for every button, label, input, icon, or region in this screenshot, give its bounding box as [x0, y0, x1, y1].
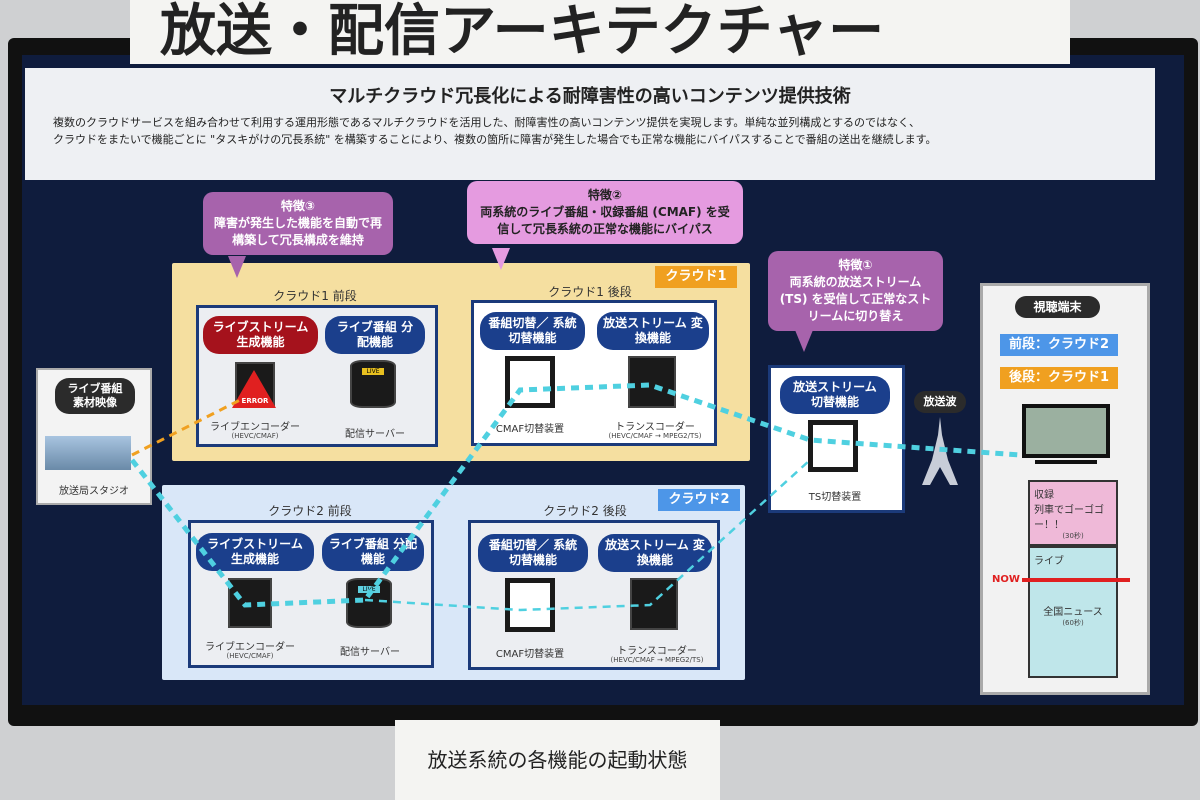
transcoder-sub-2: (HEVC/CMAF → MPEG2/TS): [610, 656, 704, 664]
feature-1-bubble: 特徴① 両系統の放送ストリーム (TS) を受信して正常なストリームに切り替え: [768, 251, 943, 331]
cmaf-switch-icon-1: [505, 356, 555, 408]
live-badge-1: LIVE: [362, 368, 384, 375]
ts-switch-label: TS切替装置: [808, 492, 862, 503]
feature-2-text: 両系統のライブ番組・収録番組 (CMAF) を受信して冗長系統の正常な機能にバイ…: [480, 205, 730, 236]
broadcast-wave-pill: 放送波: [914, 391, 966, 413]
encoder-sub-1: (HEVC/CMAF): [231, 432, 279, 440]
live-stream-gen-pill-1: ライブストリーム 生成機能: [203, 316, 318, 354]
schedule-live-duration: (60秒): [1062, 619, 1084, 627]
tv-screen: [1022, 404, 1110, 458]
description-line-2: クラウドをまたいで機能ごとに "タスキがけの冗長系統" を構築することにより、複…: [53, 133, 937, 146]
transcoder-label-1: トランスコーダー: [615, 422, 695, 433]
error-label: ERROR: [241, 397, 269, 405]
tv-tower-icon: [922, 417, 958, 485]
feature-1-tail: [795, 330, 813, 352]
feature-3-bubble: 特徴③ 障害が発生した機能を自動で再構築して冗長構成を維持: [203, 192, 393, 255]
feature-3-tail: [228, 256, 246, 278]
transcoder-sub-1: (HEVC/CMAF → MPEG2/TS): [608, 432, 702, 440]
live-dist-pill-2: ライブ番組 分配機能: [322, 533, 424, 571]
server-label-1: 配信サーバー: [345, 429, 405, 440]
transcoder-icon-2: [630, 578, 678, 630]
bottom-sign: 放送系統の各機能の起動状態: [395, 720, 720, 800]
cmaf-label-1: CMAF切替装置: [495, 424, 565, 435]
schedule-recorded: 収録 列車でゴーゴゴー！！ (30秒): [1028, 480, 1118, 546]
feature-1-title: 特徴①: [838, 258, 873, 272]
live-badge-2: LIVE: [358, 586, 380, 593]
viewer-front-tag: 前段：クラウド2: [1000, 334, 1118, 356]
convert-pill-2: 放送ストリーム 変換機能: [598, 534, 712, 572]
transcoder-icon-1: [628, 356, 676, 408]
viewer-title: 視聴端末: [1015, 296, 1100, 318]
now-label: NOW: [992, 574, 1020, 585]
ts-switch-pill: 放送ストリーム 切替機能: [780, 376, 890, 414]
switch-pill-2: 番組切替／ 系統切替機能: [478, 534, 588, 572]
top-sign: 放送・配信アーキテクチャー: [130, 0, 1070, 64]
feature-2-title: 特徴②: [587, 188, 623, 202]
switch-pill-1: 番組切替／ 系統切替機能: [480, 312, 585, 350]
cloud1-front-title: クラウド1 前段: [273, 289, 357, 303]
feature-2-bubble: 特徴② 両系統のライブ番組・収録番組 (CMAF) を受信して冗長系統の正常な機…: [467, 181, 743, 244]
transcoder-label-2: トランスコーダー: [617, 646, 697, 657]
slide-header: マルチクラウド冗長化による耐障害性の高いコンテンツ提供技術 複数のクラウドサービ…: [25, 68, 1155, 180]
schedule-live: ライブ 全国ニュース (60秒): [1028, 546, 1118, 678]
feature-3-text: 障害が発生した機能を自動で再構築して冗長構成を維持: [213, 216, 382, 247]
schedule-recorded-duration: (30秒): [1062, 532, 1084, 540]
studio-label: 放送局スタジオ: [59, 486, 129, 497]
cmaf-switch-icon-2: [505, 578, 555, 632]
viewer-back-tag: 後段：クラウド1: [1000, 367, 1118, 389]
schedule-live-name: 全国ニュース: [1043, 607, 1103, 618]
feature-3-title: 特徴③: [280, 199, 316, 213]
live-stream-gen-pill-2: ライブストリーム 生成機能: [196, 533, 314, 571]
description-line-1: 複数のクラウドサービスを組み合わせて利用する運用形態であるマルチクラウドを活用し…: [53, 116, 921, 129]
encoder-label-1: ライブエンコーダー: [210, 422, 300, 433]
live-dist-pill-1: ライブ番組 分配機能: [325, 316, 425, 354]
studio-pill: ライブ番組 素材映像: [55, 378, 135, 414]
cloud1-back-title: クラウド1 後段: [548, 285, 632, 299]
schedule-recorded-name: 列車でゴーゴゴー！！: [1034, 505, 1104, 531]
schedule-live-label: ライブ: [1034, 556, 1064, 567]
encoder-label-2: ライブエンコーダー: [205, 642, 295, 653]
slide-title: マルチクラウド冗長化による耐障害性の高いコンテンツ提供技術: [329, 86, 851, 107]
cloud1-tag: クラウド1: [655, 266, 737, 288]
encoder-icon-2: [228, 578, 272, 628]
cloud2-back-title: クラウド2 後段: [543, 504, 627, 518]
cmaf-label-2: CMAF切替装置: [495, 649, 565, 660]
convert-pill-1: 放送ストリーム 変換機能: [597, 312, 709, 350]
schedule-recorded-label: 収録: [1034, 490, 1054, 501]
encoder-sub-2: (HEVC/CMAF): [226, 652, 274, 660]
feature-1-text: 両系統の放送ストリーム (TS) を受信して正常なストリームに切り替え: [779, 275, 932, 323]
tv-stand: [1035, 460, 1097, 464]
server-label-2: 配信サーバー: [340, 647, 400, 658]
feature-2-tail: [492, 248, 510, 270]
studio-image: [45, 436, 131, 470]
now-line: [1022, 578, 1130, 582]
ts-switch-icon: [808, 420, 858, 472]
cloud2-front-title: クラウド2 前段: [268, 504, 352, 518]
